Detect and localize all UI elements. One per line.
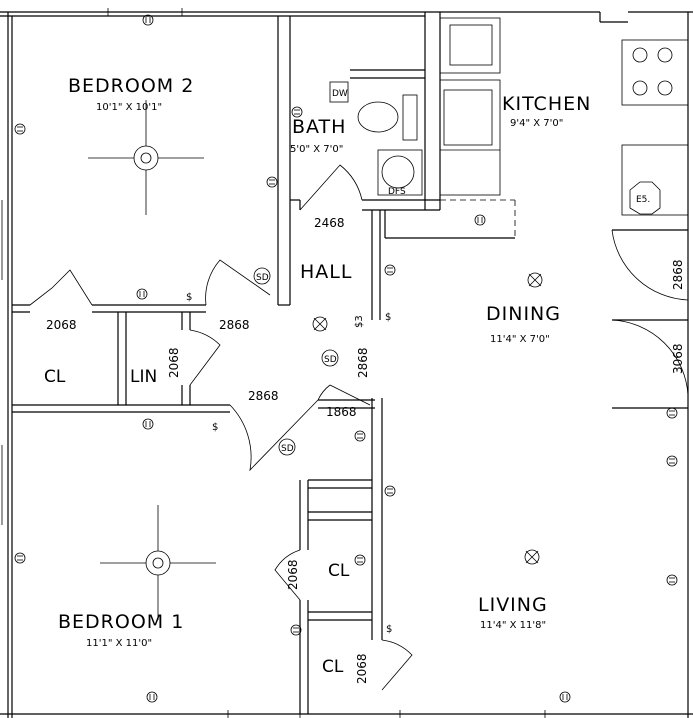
outlet-icon (666, 455, 678, 467)
outlet-icon (559, 691, 571, 703)
room-name-closet-left: CL (44, 367, 66, 387)
outlet-icon (666, 574, 678, 586)
interior-walls (12, 12, 688, 714)
smoke-detector-icon: SD (253, 267, 271, 285)
smoke-detector-icon: SD (321, 349, 339, 367)
switch-icon: $ (212, 422, 218, 433)
toilet-icon (357, 101, 399, 133)
fridge-icon (629, 181, 661, 215)
outlet-icon (354, 430, 366, 442)
outlet-icon (384, 485, 396, 497)
light-icon (527, 272, 543, 288)
room-name-closet-low: CL (322, 657, 344, 677)
svg-text:SD: SD (324, 355, 337, 365)
switch-icon: $ (386, 624, 392, 635)
door-label-linen: 2068 (167, 347, 181, 378)
outlet-icon (14, 123, 26, 135)
svg-text:SD: SD (281, 444, 294, 454)
ceiling-fan-bedroom2-icon (88, 100, 204, 215)
outlet-icon (666, 407, 678, 419)
outlets (14, 14, 678, 703)
outlet-icon (142, 418, 154, 430)
door-label-hall-side: 2868 (356, 347, 370, 378)
outlet-icon (290, 624, 302, 636)
switch-icon: $ (186, 292, 192, 303)
washer-tag: DW (332, 89, 348, 99)
room-size-bath: 5'0" X 7'0" (290, 144, 343, 155)
door-label-right-upper: 2868 (671, 259, 685, 290)
room-size-kitchen: 9'4" X 7'0" (510, 118, 563, 129)
outlet-icon (474, 214, 486, 226)
svg-text:DFS: DFS (388, 187, 406, 197)
light-icon (312, 316, 328, 332)
door-label-1868: 1868 (326, 405, 357, 419)
bath-fixtures: DW DFS (329, 69, 425, 197)
room-name-linen: LIN (130, 367, 157, 387)
kitchen-fixtures: E5. (439, 17, 689, 216)
room-name-hall: HALL (300, 261, 352, 283)
outlet-icon (266, 176, 278, 188)
door-label-right-lower: 3068 (671, 343, 685, 374)
outlet-icon (136, 288, 148, 300)
washer-icon (381, 155, 415, 189)
room-name-bath: BATH (292, 116, 346, 138)
outlet-icon (384, 264, 396, 276)
room-name-dining: DINING (486, 303, 561, 325)
door-label-closet-mid: 2068 (286, 559, 300, 590)
room-name-kitchen: KITCHEN (502, 93, 591, 115)
outlet-icon (146, 691, 158, 703)
fridge-label: E5. (636, 195, 650, 205)
outlet-icon (142, 14, 154, 26)
door-label-closet-low: 2068 (355, 653, 369, 684)
door-label-bedroom2: 2868 (219, 318, 250, 332)
room-name-bedroom2: BEDROOM 2 (68, 75, 194, 97)
room-size-dining: 11'4" X 7'0" (490, 334, 550, 345)
outlet-icon (354, 554, 366, 566)
ceiling-fan-bedroom1-icon (100, 505, 216, 620)
door-label-bedroom1: 2868 (248, 389, 279, 403)
door-swings (29, 164, 689, 691)
room-size-living: 11'4" X 11'8" (480, 620, 546, 631)
room-name-living: LIVING (478, 594, 548, 616)
room-size-bedroom1: 11'1" X 11'0" (86, 638, 152, 649)
light-fixtures (312, 272, 543, 565)
room-name-closet-mid: CL (328, 561, 350, 581)
smoke-detectors: SD SD SD (253, 267, 339, 456)
three-way-switch-icon: $3 (354, 315, 365, 328)
switches: $ $ $ $ $3 (186, 292, 392, 635)
room-name-bedroom1: BEDROOM 1 (58, 611, 184, 633)
smoke-detector-icon: SD (278, 438, 296, 456)
light-icon (524, 549, 540, 565)
room-size-bedroom2: 10'1" X 10'1" (96, 102, 162, 113)
svg-text:SD: SD (256, 273, 269, 283)
outlet-icon (291, 106, 303, 118)
exterior-walls (0, 8, 693, 718)
outlet-icon (14, 552, 26, 564)
door-label-bedroom2-closet: 2068 (46, 318, 77, 332)
door-label-bath: 2468 (314, 216, 345, 230)
switch-icon: $ (385, 312, 391, 323)
